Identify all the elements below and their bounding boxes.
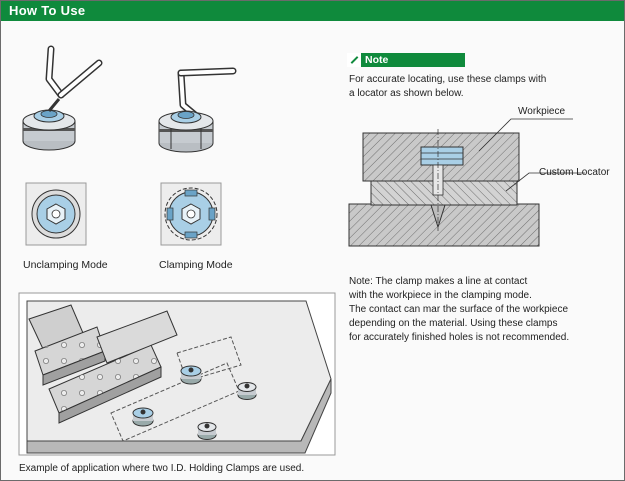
locator-cross-section	[348, 118, 585, 247]
note-badge: Note	[347, 53, 465, 67]
note-intro-line-2: a locator as shown below.	[349, 88, 464, 99]
note-body-line-3: The contact can mar the surface of the w…	[349, 304, 568, 315]
section-header: How To Use	[1, 1, 624, 21]
note-body-line-2: with the workpiece in the clamping mode.	[349, 290, 532, 301]
clamp-unclamped-top-view	[25, 182, 87, 246]
clamping-mode-label: Clamping Mode	[159, 259, 233, 271]
note-badge-label: Note	[365, 54, 389, 66]
clamp-clamped-top-view	[160, 182, 222, 246]
unclamping-mode-label: Unclamping Mode	[23, 259, 108, 271]
application-clamp-2	[132, 407, 154, 427]
application-example	[18, 292, 336, 456]
note-body-line-5: for accurately finished holes is not rec…	[349, 332, 570, 343]
application-clamp-3	[237, 382, 257, 400]
application-clamp-1	[180, 365, 202, 385]
application-caption: Example of application where two I.D. Ho…	[19, 463, 305, 474]
clamp-unclamped-iso	[22, 45, 103, 151]
pencil-icon	[347, 53, 361, 67]
note-intro-line-1: For accurate locating, use these clamps …	[349, 74, 547, 85]
clamp-clamped-iso	[158, 67, 237, 153]
workpiece-label: Workpiece	[518, 106, 566, 117]
custom-locator-label: Custom Locator	[539, 167, 610, 178]
note-body-line-4: depending on the material. Using these c…	[349, 318, 558, 329]
application-clamp-4	[197, 422, 217, 440]
note-body-line-1: Note: The clamp makes a line at contact	[349, 276, 528, 287]
